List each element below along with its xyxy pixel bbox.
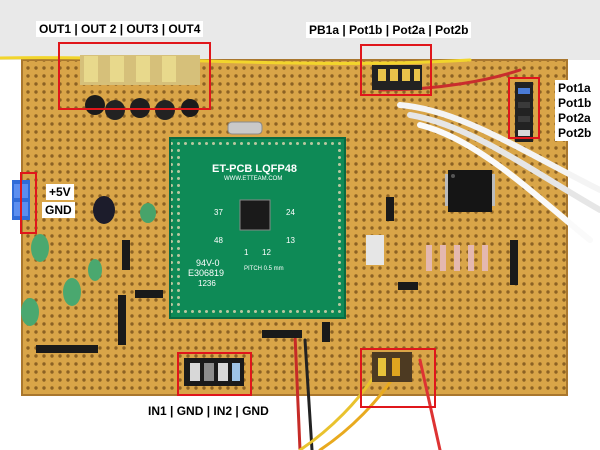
- outputs-label: OUT1 | OUT 2 | OUT3 | OUT4: [36, 21, 204, 37]
- pot-header-right: [515, 82, 533, 142]
- inputs-highlight: [177, 352, 252, 396]
- bottom-right-highlight: [360, 348, 436, 408]
- pcb-pin-37: 37: [214, 208, 223, 217]
- bottom-right-connector: [372, 352, 412, 382]
- pcb-pin-1: 1: [244, 248, 249, 257]
- pcb-pin-12: 12: [262, 248, 271, 257]
- pot2b-label: Pot2b: [555, 125, 595, 141]
- pcb-pitch: PITCH 0.5 mm: [244, 266, 284, 272]
- resistors: [366, 235, 488, 271]
- pcb-code-2: E306819: [188, 268, 225, 278]
- pcb-pin-48: 48: [214, 236, 223, 245]
- pot-header-top: [372, 65, 422, 90]
- pcb-code-3: 1236: [198, 279, 216, 288]
- pcb-title: ET-PCB LQFP48: [212, 163, 297, 175]
- pot2a-label: Pot2a: [555, 110, 594, 126]
- inputs-label: IN1 | GND | IN2 | GND: [148, 404, 269, 418]
- power-plus-label: +5V: [46, 184, 74, 200]
- pots-right-highlight: [508, 77, 540, 139]
- pot1a-label: Pot1a: [555, 80, 594, 96]
- pots-top-label: PB1a | Pot1b | Pot2a | Pot2b: [306, 22, 472, 38]
- pots-top-highlight: [360, 44, 432, 96]
- output-components: [80, 55, 200, 120]
- power-gnd-label: GND: [42, 202, 75, 218]
- lqfp48-adapter-board: [169, 137, 346, 319]
- pot1b-label: Pot1b: [555, 95, 595, 111]
- pin-headers: [36, 197, 518, 353]
- outputs-highlight: [58, 42, 211, 110]
- pcb-pin-13: 13: [286, 236, 295, 245]
- left-capacitors: [21, 196, 156, 326]
- input-connector: [184, 358, 244, 386]
- pcb-code-1: 94V-0: [196, 258, 220, 268]
- pcb-site: WWW.ETTEAM.COM: [224, 176, 283, 182]
- dip-ic: [445, 170, 495, 212]
- power-highlight: [20, 172, 37, 234]
- pcb-pin-24: 24: [286, 208, 295, 217]
